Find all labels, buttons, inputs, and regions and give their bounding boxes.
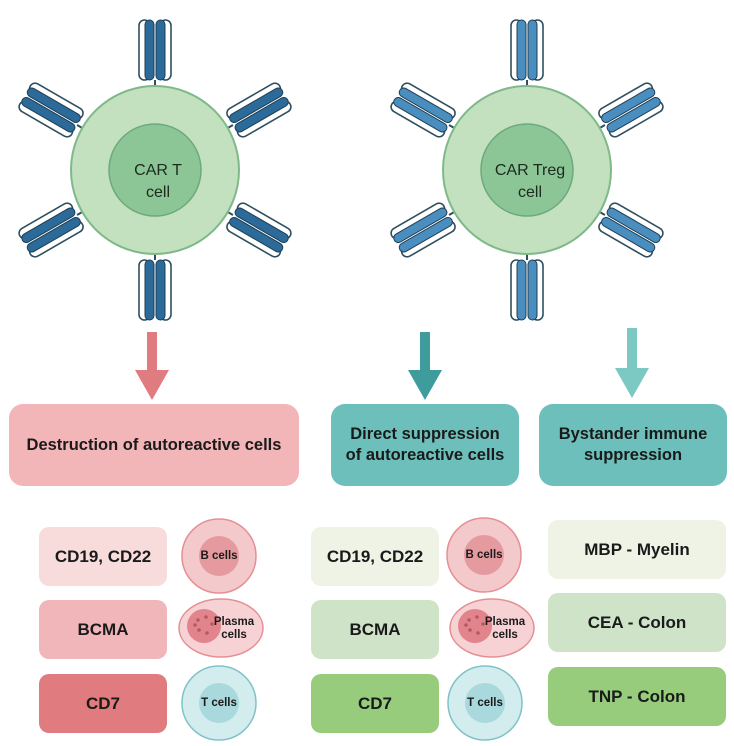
car-treg-cell-graphic xyxy=(390,19,664,321)
b-cell-icon xyxy=(181,518,257,594)
direct-suppression-line2: of autoreactive cells xyxy=(345,446,505,464)
car-receptor-icon xyxy=(390,202,456,258)
bystander-line1: Bystander immune xyxy=(558,425,708,443)
arrow-direct-suppression xyxy=(408,332,442,400)
direct-suppression-header: Direct suppression of autoreactive cells xyxy=(331,404,519,486)
car-receptor-icon xyxy=(598,82,664,138)
car-receptor-icon xyxy=(226,202,292,258)
antigen-pill-bcma: BCMA xyxy=(39,600,167,659)
target-pill-cea-colon: CEA - Colon xyxy=(548,593,726,652)
cell-nucleus xyxy=(108,123,202,217)
destruction-header: Destruction of autoreactive cells xyxy=(9,404,299,486)
car-receptor-icon xyxy=(598,202,664,258)
arrow-destruction xyxy=(135,332,169,400)
antigen-pill-cd19-cd22: CD19, CD22 xyxy=(39,527,167,586)
car-t-cell-graphic xyxy=(18,19,292,321)
car-receptor-icon xyxy=(18,202,84,258)
car-receptor-icon xyxy=(138,259,172,321)
target-pill-tnp-colon: TNP - Colon xyxy=(548,667,726,726)
plasma-cell-icon xyxy=(178,598,264,658)
antigen-pill-bcma: BCMA xyxy=(311,600,439,659)
car-receptor-icon xyxy=(390,82,456,138)
arrow-bystander-suppression xyxy=(615,328,649,398)
car-receptor-icon xyxy=(510,19,544,81)
car-receptor-icon xyxy=(18,82,84,138)
bystander-line2: suppression xyxy=(583,446,683,464)
plasma-cell-icon xyxy=(449,598,535,658)
antigen-pill-cd7: CD7 xyxy=(39,674,167,733)
car-receptor-icon xyxy=(138,19,172,81)
b-cell-icon xyxy=(446,517,522,593)
cell-nucleus xyxy=(480,123,574,217)
antigen-pill-cd19-cd22: CD19, CD22 xyxy=(311,527,439,586)
bystander-suppression-header: Bystander immune suppression xyxy=(539,404,727,486)
target-pill-mbp-myelin: MBP - Myelin xyxy=(548,520,726,579)
direct-suppression-line1: Direct suppression xyxy=(350,425,500,443)
t-cell-icon xyxy=(447,665,523,741)
car-receptor-icon xyxy=(226,82,292,138)
car-receptor-icon xyxy=(510,259,544,321)
antigen-pill-cd7: CD7 xyxy=(311,674,439,733)
t-cell-icon xyxy=(181,665,257,741)
